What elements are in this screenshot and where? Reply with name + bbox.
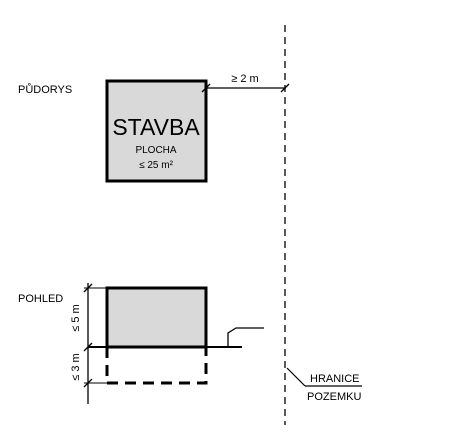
plan-building-rect bbox=[105, 79, 208, 183]
plan-heading: PŮDORYS bbox=[18, 83, 72, 96]
area-value: ≤ 25 m² bbox=[139, 160, 173, 171]
distance-tick-right bbox=[280, 83, 290, 93]
distance-tick-left bbox=[201, 83, 211, 93]
area-label: PLOCHA bbox=[135, 145, 176, 156]
depth-tick-bottom bbox=[83, 378, 93, 388]
boundary-label-line2: POZEMKU bbox=[307, 391, 361, 403]
distance-label: ≥ 2 m bbox=[231, 73, 258, 85]
elevation-building-rect bbox=[105, 286, 208, 349]
height-tick-ground bbox=[83, 342, 93, 352]
terrain-level-marker bbox=[227, 327, 264, 347]
height-tick-top bbox=[83, 283, 93, 293]
building-name: STAVBA bbox=[112, 114, 200, 140]
underground-outline bbox=[105, 347, 208, 385]
depth-label: ≤ 3 m bbox=[70, 353, 82, 380]
boundary-label-line1: HRANICE bbox=[310, 373, 360, 385]
boundary-leader-line bbox=[286, 367, 306, 387]
height-label: ≤ 5 m bbox=[70, 304, 82, 331]
elevation-heading: POHLED bbox=[18, 293, 63, 305]
